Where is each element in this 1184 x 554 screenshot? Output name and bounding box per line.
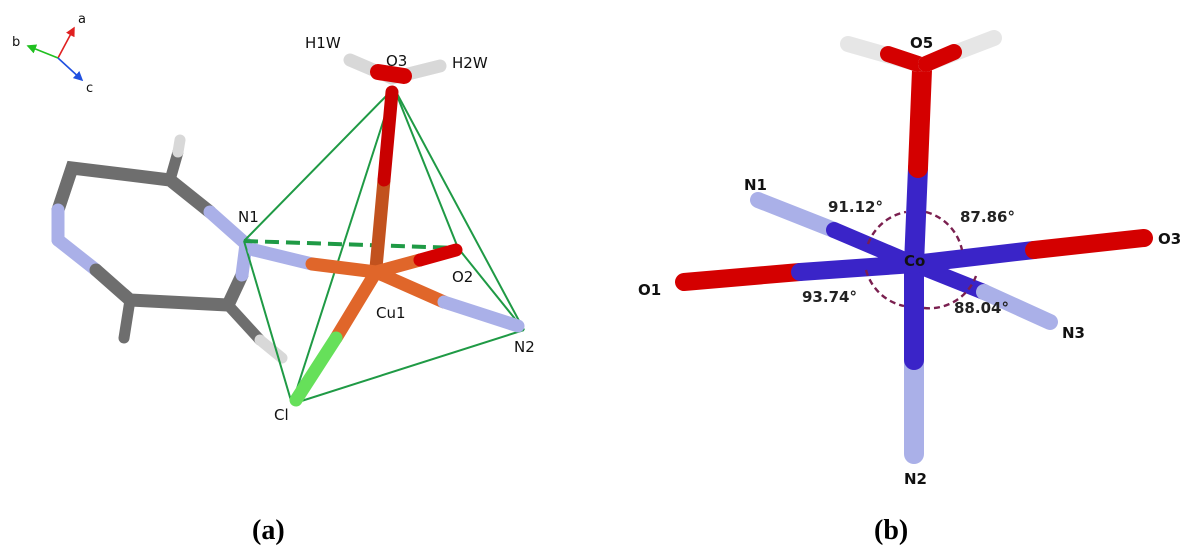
coordination-polyhedron — [243, 87, 525, 405]
bond-co-o5-co — [904, 158, 928, 274]
bond-cu-n1-cu — [305, 257, 383, 279]
atom-label-co: Co — [904, 252, 925, 270]
bond-co-o3-o — [1025, 229, 1153, 259]
bond-cu-o2-o — [413, 243, 463, 267]
bond-cu-n1-n — [247, 243, 319, 271]
atom-label-n2: N2 — [514, 338, 535, 356]
panel-b: O5 N1 O3 Co O1 N3 N2 91.12° 87.86° 93.74… — [638, 30, 1181, 546]
bond-co-n1-n — [750, 192, 842, 238]
ring-h-bottom — [118, 294, 136, 344]
bond-co-o5-o — [908, 60, 932, 178]
axis-c-arrow — [57, 57, 84, 82]
angle-arc-91 — [866, 210, 907, 245]
atom-label-o5: O5 — [910, 34, 933, 52]
ring-carbon-top — [51, 160, 217, 219]
bond-co-o1-o — [675, 263, 809, 291]
atom-label-h1w: H1W — [305, 34, 341, 52]
atom-label-o1: O1 — [638, 281, 661, 299]
atom-label-n1: N1 — [744, 176, 767, 194]
atom-label-n3: N3 — [1062, 324, 1085, 342]
angle-arc-88 — [923, 275, 978, 310]
angle-label-4: 88.04° — [954, 299, 1009, 317]
atom-label-h2w: H2W — [452, 54, 488, 72]
bond-cu-o3-upper — [377, 85, 399, 187]
ring-n1-upper — [203, 205, 253, 251]
axis-b-arrow — [26, 44, 59, 59]
atom-o3-body — [370, 64, 412, 84]
aromatic-ring — [51, 134, 288, 364]
axis-triad: a b c — [12, 12, 93, 96]
atom-label-cu1: Cu1 — [376, 304, 406, 322]
angle-label-2: 87.86° — [960, 208, 1015, 226]
cu-bonds — [247, 85, 525, 407]
panel-a-caption: (a) — [252, 515, 285, 546]
co-bonds — [675, 60, 1153, 464]
panel-a: a b c — [12, 12, 535, 546]
water-molecule-b — [840, 30, 1002, 72]
bond-cu-n2-n — [437, 295, 525, 333]
atom-label-o3: O3 — [386, 52, 407, 70]
axis-a-label: a — [78, 12, 86, 27]
angle-arc-93 — [864, 269, 905, 308]
axis-c-label: c — [86, 81, 93, 96]
angle-label-3: 93.74° — [802, 288, 857, 306]
bond-co-o3-co — [905, 241, 1043, 273]
panel-b-caption: (b) — [874, 515, 908, 546]
axis-b-label: b — [12, 35, 20, 50]
atom-label-o2: O2 — [452, 268, 473, 286]
ring-h-right — [222, 299, 266, 346]
ring-carbon-bottom — [89, 263, 249, 312]
bond-cu-cl-cu — [329, 265, 383, 345]
bond-co-n3-n — [976, 284, 1058, 330]
angle-arcs — [864, 210, 978, 310]
ring-n-to-c — [51, 233, 103, 277]
water-molecule-a — [343, 53, 447, 85]
ring-h-top-tip — [172, 134, 186, 158]
bond-cu-cl-cl — [289, 331, 343, 407]
angle-arc-87 — [925, 210, 964, 251]
bond-co-o1-co — [791, 255, 923, 281]
atom-label-n2: N2 — [904, 470, 927, 488]
atom-label-o3: O3 — [1158, 230, 1181, 248]
angle-label-1: 91.12° — [828, 198, 883, 216]
bond-o5-h-left-mid — [880, 46, 926, 72]
atom-label-n1: N1 — [238, 208, 259, 226]
bond-cu-o3-lower — [369, 173, 391, 275]
atom-label-cl: Cl — [274, 406, 289, 424]
axis-a-arrow — [57, 26, 75, 59]
bond-o5-h-right-mid — [918, 44, 962, 72]
bond-cu-n2-cu — [369, 265, 451, 309]
